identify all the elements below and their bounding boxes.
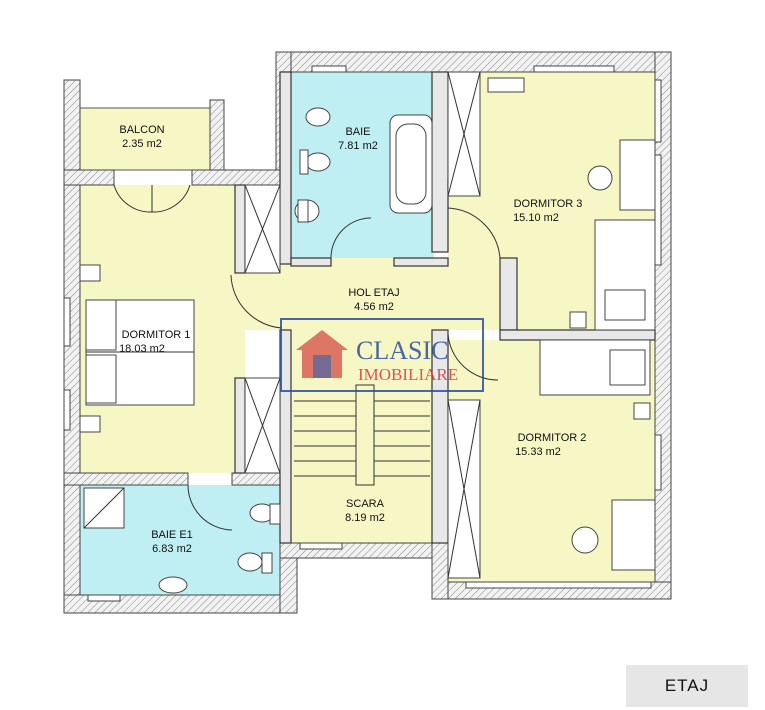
watermark-line2: IMOBILIARE [358,365,458,384]
scara-area: 8.19 m2 [345,512,385,524]
balcon-name: BALCON [119,124,164,136]
dormitor2-area: 15.33 m2 [515,446,561,458]
baie-e1-area: 6.83 m2 [152,543,192,555]
baie-e1-fixtures [83,487,281,594]
watermark-line1: CLASIC [356,336,448,365]
baie-e1-name: BAIE E1 [151,529,193,541]
dormitor3-furniture [487,77,656,331]
dormitor1-area: 18.03 m2 [119,343,165,355]
staircase [294,384,430,486]
dormitor3-name: DORMITOR 3 [514,198,583,210]
dormitor1-furniture [79,264,195,433]
wardrobes [244,71,481,579]
dormitor1-name: DORMITOR 1 [122,329,191,341]
hol-etaj-name: HOL ETAJ [348,287,399,299]
balcon-area: 2.35 m2 [122,138,162,150]
floor-tag: ETAJ [626,665,748,707]
house-logo-icon [296,330,348,378]
hol-etaj-area: 4.56 m2 [354,301,394,313]
baie-area: 7.81 m2 [338,140,378,152]
windows [63,65,662,602]
interior-walls [234,71,656,544]
clasic-imobiliare-watermark: CLASIC IMOBILIARE [280,318,484,392]
baie-name: BAIE [345,126,370,138]
balcon-floor [79,107,211,171]
doors [113,184,501,531]
dormitor2-name: DORMITOR 2 [518,432,587,444]
baie-fixtures [294,107,433,223]
dormitor2-furniture [539,339,656,571]
dormitor3-area: 15.10 m2 [513,212,559,224]
scara-name: SCARA [346,498,385,510]
